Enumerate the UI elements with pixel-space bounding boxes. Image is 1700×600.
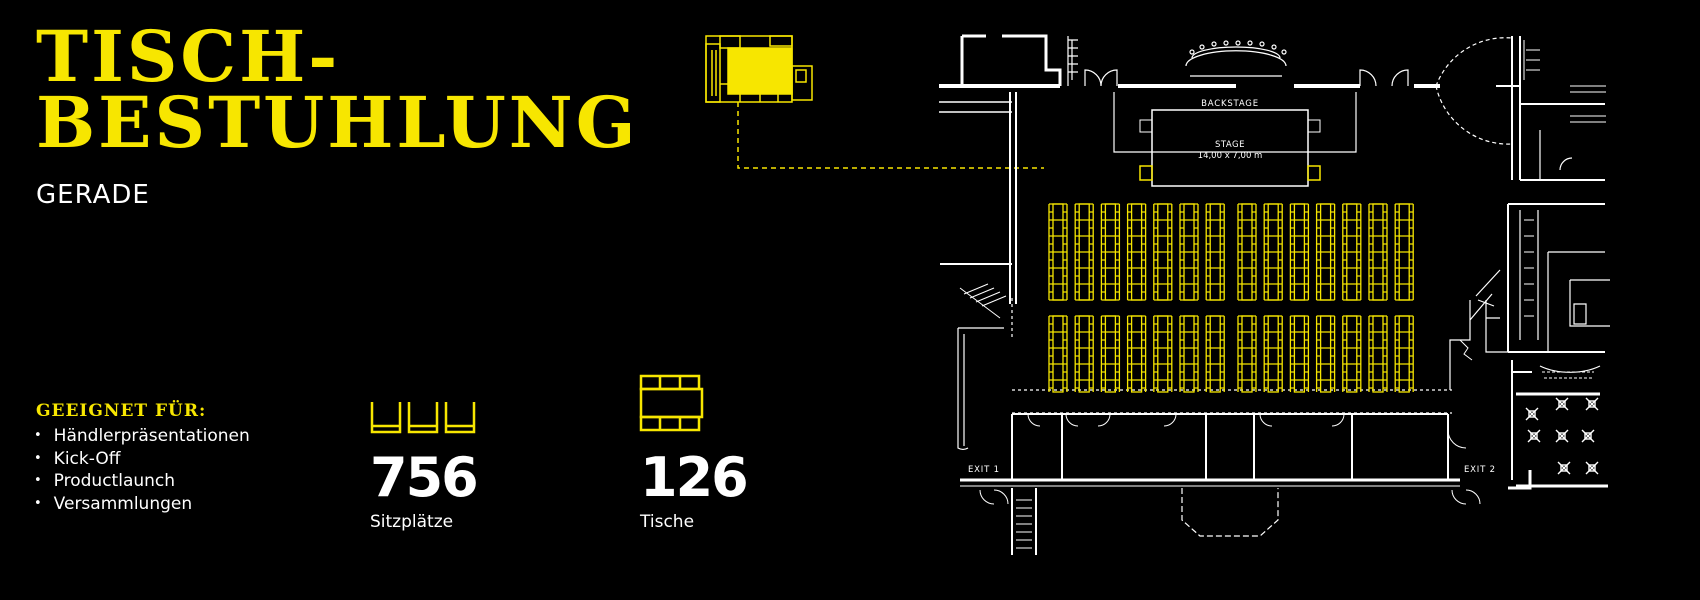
suitable-for-heading: GEEIGNET FÜR: [36, 401, 207, 421]
table-column [1289, 315, 1310, 393]
table-column [1153, 315, 1173, 393]
table-column [1289, 203, 1310, 301]
table-column [1237, 203, 1257, 301]
backstage-label: BACKSTAGE [1201, 99, 1259, 109]
table-count: 126 Tische [640, 446, 749, 533]
backstage-area [1113, 40, 1357, 153]
location-minimap [705, 35, 813, 103]
table-column [1342, 315, 1362, 393]
exit-2-label: EXIT 2 [1464, 465, 1496, 475]
title-line-2: BESTUHLUNG [36, 81, 639, 164]
table-column [1263, 203, 1283, 301]
table-column [1126, 315, 1147, 393]
table-column [1205, 315, 1225, 393]
table-column [1315, 315, 1336, 393]
page-title: TISCH- BESTUHLUNG [36, 15, 639, 164]
stage-label: STAGE [1215, 140, 1245, 150]
table-count-label: Tische [640, 512, 695, 532]
table-column [1368, 315, 1388, 393]
table-with-chairs-icon [639, 374, 704, 432]
seat-count: 756 Sitzplätze [370, 446, 479, 533]
table-column [1074, 203, 1094, 301]
table-column [1205, 203, 1225, 301]
table-column [1394, 315, 1414, 393]
exit-1-label: EXIT 1 [968, 465, 1000, 475]
table-column [1394, 203, 1414, 301]
table-column [1315, 203, 1336, 301]
list-item: Productlaunch [34, 471, 250, 494]
table-column [1100, 203, 1121, 301]
minimap-connector [737, 102, 1044, 169]
stage [1139, 109, 1321, 187]
lounge-tables [1525, 397, 1599, 475]
table-column [1263, 315, 1283, 393]
list-item: Händlerpräsentationen [34, 426, 250, 449]
table-column [1048, 203, 1068, 301]
seat-count-value: 756 [370, 446, 479, 509]
suitable-for-list: Händlerpräsentationen Kick-Off Productla… [34, 426, 250, 516]
page-subtitle: GERADE [36, 180, 150, 210]
table-count-value: 126 [640, 446, 749, 509]
table-column [1153, 203, 1173, 301]
list-item: Versammlungen [34, 494, 250, 517]
table-column [1179, 203, 1199, 301]
seating-layout [1048, 203, 1414, 393]
table-column [1237, 315, 1257, 393]
table-column [1126, 203, 1147, 301]
stage-size: 14,00 x 7,00 m [1198, 151, 1263, 161]
title-line-1: TISCH- [36, 15, 341, 98]
table-column [1368, 203, 1388, 301]
table-column [1074, 315, 1094, 393]
seat-count-label: Sitzplätze [370, 512, 454, 532]
chairs-icon [370, 402, 476, 434]
table-column [1048, 315, 1068, 393]
table-column [1179, 315, 1199, 393]
list-item: Kick-Off [34, 449, 250, 472]
floorplan [939, 34, 1610, 555]
table-column [1100, 315, 1121, 393]
table-column [1342, 203, 1362, 301]
